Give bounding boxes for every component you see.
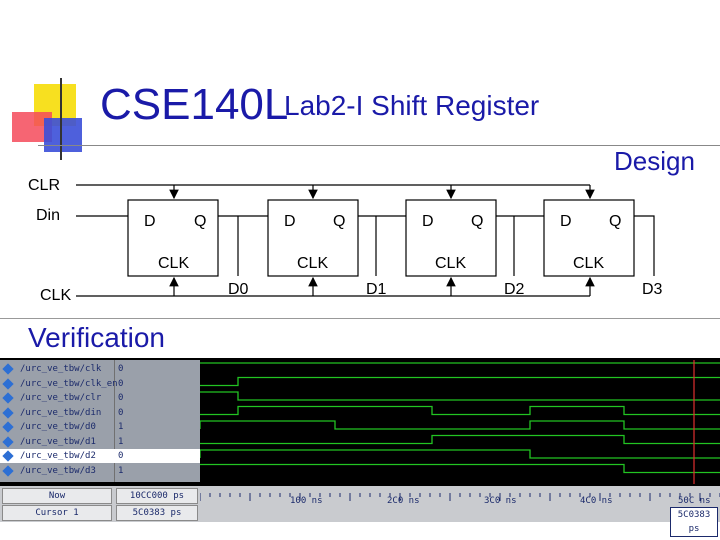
shift-register-diagram: CLR Din CLK D Q CLK D Q CLK D Q CLK D Q … xyxy=(28,177,663,304)
ff2-q-label: Q xyxy=(471,213,483,230)
time-ruler xyxy=(199,488,720,501)
signal-name: /urc_ve_tbw/d3 xyxy=(20,465,96,476)
deco-vertical-line xyxy=(60,78,62,160)
ff3-clk-label: CLK xyxy=(573,255,604,272)
cursor-readout: 5C0383 ps xyxy=(670,507,718,537)
signal-name: /urc_ve_tbw/d0 xyxy=(20,422,96,432)
ff1-d-label: D xyxy=(284,213,296,230)
signal-name: /urc_ve_tbw/din xyxy=(20,407,102,418)
d3-tap xyxy=(634,215,655,276)
tick-500ns: 50C ns xyxy=(678,496,711,506)
header-rule xyxy=(38,145,720,146)
signal-row[interactable]: /urc_ve_tbw/d0 1 xyxy=(0,420,200,434)
signal-trace xyxy=(200,376,720,387)
slide-subtitle: Lab2-I Shift Register xyxy=(284,90,540,121)
flipflop-1: D Q CLK xyxy=(267,199,359,277)
ff0-q-label: Q xyxy=(194,213,206,230)
deco-blue-square xyxy=(44,118,82,152)
signal-value: 1 xyxy=(118,465,124,476)
ff1-clk-label: CLK xyxy=(297,255,328,272)
signal-trace xyxy=(200,391,720,401)
signal-trace xyxy=(200,449,720,459)
signal-value: 0 xyxy=(118,407,124,418)
tick-200ns: 2C0 ns xyxy=(387,496,420,506)
d1-output-label: D1 xyxy=(366,281,387,298)
cursor-value: 5C0383 ps xyxy=(116,505,198,521)
signal-diamond-icon xyxy=(2,464,14,477)
ff3-d-label: D xyxy=(560,213,572,230)
signal-row[interactable]: /urc_ve_tbw/clr 0 xyxy=(0,391,200,405)
ff1-q-label: Q xyxy=(333,213,345,230)
signal-row[interactable]: /urc_ve_tbw/d3 1 xyxy=(0,464,200,478)
section-rule xyxy=(0,318,720,319)
clk-input-label: CLK xyxy=(40,287,71,304)
ff0-clk-label: CLK xyxy=(158,255,189,272)
verification-heading: Verification xyxy=(28,322,165,353)
signal-diamond-icon xyxy=(2,377,14,390)
d2-output-label: D2 xyxy=(504,281,525,298)
signal-value: 0 xyxy=(118,451,124,461)
signal-trace xyxy=(200,463,720,474)
tick-400ns: 4C0 ns xyxy=(580,496,613,506)
signal-diamond-icon xyxy=(2,450,14,462)
signal-value: 0 xyxy=(118,393,124,403)
signal-value: 1 xyxy=(118,436,124,447)
signal-value: 0 xyxy=(118,364,124,374)
ff3-q-label: Q xyxy=(609,213,621,230)
signal-trace xyxy=(200,434,720,445)
signal-trace xyxy=(200,405,720,416)
signal-value: 1 xyxy=(118,422,124,432)
signal-diamond-icon xyxy=(2,421,14,433)
design-heading: Design xyxy=(614,146,695,176)
signal-value: 0 xyxy=(118,378,124,389)
slide-title: CSE140L xyxy=(100,80,289,129)
tick-100ns: 100 ns xyxy=(290,496,323,506)
signal-name: /urc_ve_tbw/clr xyxy=(20,393,102,403)
ff2-d-label: D xyxy=(422,213,434,230)
flipflop-3: D Q CLK xyxy=(543,199,635,277)
signal-row[interactable]: /urc_ve_tbw/clk 0 xyxy=(0,362,200,376)
now-label: Now xyxy=(2,488,112,504)
din-input-label: Din xyxy=(36,207,60,224)
tick-300ns: 3C0 ns xyxy=(484,496,517,506)
clr-input-label: CLR xyxy=(28,177,60,194)
signal-diamond-icon xyxy=(2,406,14,419)
signal-trace xyxy=(200,420,720,430)
signal-row[interactable]: /urc_ve_tbw/d2 0 xyxy=(0,449,200,463)
d0-output-label: D0 xyxy=(228,281,249,298)
signal-diamond-icon xyxy=(2,392,14,404)
d3-output-label: D3 xyxy=(642,281,663,298)
waveform-traces[interactable] xyxy=(200,360,720,484)
ff0-d-label: D xyxy=(144,213,156,230)
now-value: 10CC000 ps xyxy=(116,488,198,504)
cursor-label[interactable]: Cursor 1 xyxy=(2,505,112,521)
signal-diamond-icon xyxy=(2,363,14,375)
signal-row[interactable]: /urc_ve_tbw/din 0 xyxy=(0,406,200,420)
signal-name: /urc_ve_tbw/d2 xyxy=(20,451,96,461)
signal-diamond-icon xyxy=(2,435,14,448)
signal-name: /urc_ve_tbw/clk xyxy=(20,364,102,374)
signal-name: /urc_ve_tbw/clk_en xyxy=(20,378,118,389)
flipflop-0: D Q CLK xyxy=(127,199,219,277)
value-column-divider xyxy=(114,360,115,482)
ff2-clk-label: CLK xyxy=(435,255,466,272)
flipflop-2: D Q CLK xyxy=(405,199,497,277)
signal-name: /urc_ve_tbw/d1 xyxy=(20,436,96,447)
signal-row[interactable]: /urc_ve_tbw/d1 1 xyxy=(0,435,200,449)
